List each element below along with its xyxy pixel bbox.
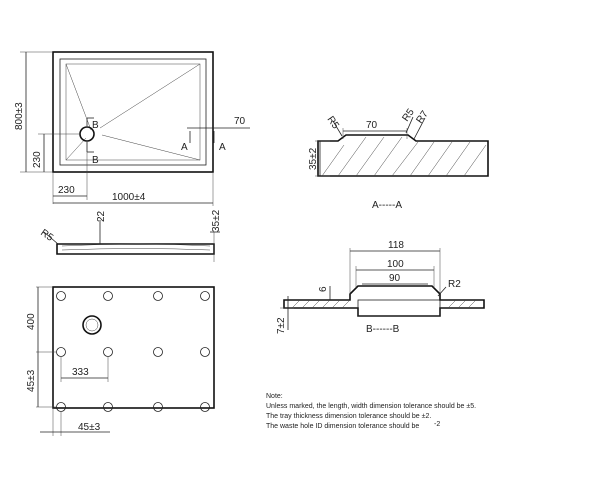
notes-line-2: The tray thickness dimension tolerance s… [266,413,431,420]
notes-heading: Note: [266,393,283,400]
section-b-dim-90: 90 [389,273,401,284]
notes-line-3-tolerance: -2 [434,421,440,428]
tray-outline [52,51,214,173]
support-foot [103,402,113,412]
side-profile: 22 35±2 R5 [38,209,222,262]
tray-basin [65,63,201,161]
support-foot [153,347,163,357]
section-a-dim-70: 70 [366,120,378,131]
section-b-dim-6: 6 [318,286,329,292]
support-foot [103,347,113,357]
section-a-r5-left: R5 [325,114,342,131]
dim-radius-r5: R5 [38,227,55,244]
dim-width-1000: 1000±4 [112,192,146,203]
section-a-height: 35±2 [308,147,319,170]
dim-waste-230-left: 230 [32,151,43,168]
support-foot [56,291,66,301]
dim-edge-35: 35±2 [211,209,222,232]
section-b-dim-7: 7±2 [276,317,287,334]
notes-line-1: Unless marked, the length, width dimensi… [266,403,476,410]
top-view: B B A A 70 800±3 230 230 1000±4 [14,51,250,206]
notes: Note: Unless marked, the length, width d… [266,393,476,430]
waste-hole-underside-inner [85,318,99,332]
dim-length-800: 800±3 [14,102,25,130]
support-foot [200,347,210,357]
section-b-b: 118 100 90 R2 6 7±2 B------B [276,240,485,335]
dim-feet-333: 333 [72,367,89,378]
waste-hole-underside [82,315,102,335]
section-b-dim-100: 100 [387,259,404,270]
section-a-a: 70 R5 R5 R7 35±2 A-----A [308,107,489,211]
support-foot [200,291,210,301]
section-a-label: A-----A [372,200,402,211]
support-feet [56,291,210,412]
support-foot [56,402,66,412]
support-foot [103,291,113,301]
section-a-r7: R7 [414,109,431,126]
dim-feet-45-vertical: 45±3 [26,369,37,392]
dim-thickness-22: 22 [96,210,107,222]
notes-line-3: The waste hole ID dimension tolerance sh… [266,423,419,430]
section-a-r5-right: R5 [400,107,417,124]
section-a-marker-left: A [181,142,188,153]
dim-feet-45-horizontal: 45±3 [78,422,101,433]
tray-inner-rim [59,58,207,166]
dim-offset-70: 70 [234,116,246,127]
section-b-marker-top: B [92,120,99,131]
section-b-label: B------B [366,324,400,335]
section-b-r2: R2 [448,279,461,290]
support-foot [153,291,163,301]
tray-underside [52,286,215,409]
support-foot [56,347,66,357]
section-b-dim-118: 118 [388,240,404,251]
section-a-marker-right: A [219,142,226,153]
dim-waste-230-bottom: 230 [58,185,75,196]
support-foot [200,402,210,412]
section-b-marker-bottom: B [92,155,99,166]
dim-feet-400: 400 [26,313,37,330]
bottom-view: 400 45±3 333 45±3 [26,286,215,436]
support-foot [153,402,163,412]
